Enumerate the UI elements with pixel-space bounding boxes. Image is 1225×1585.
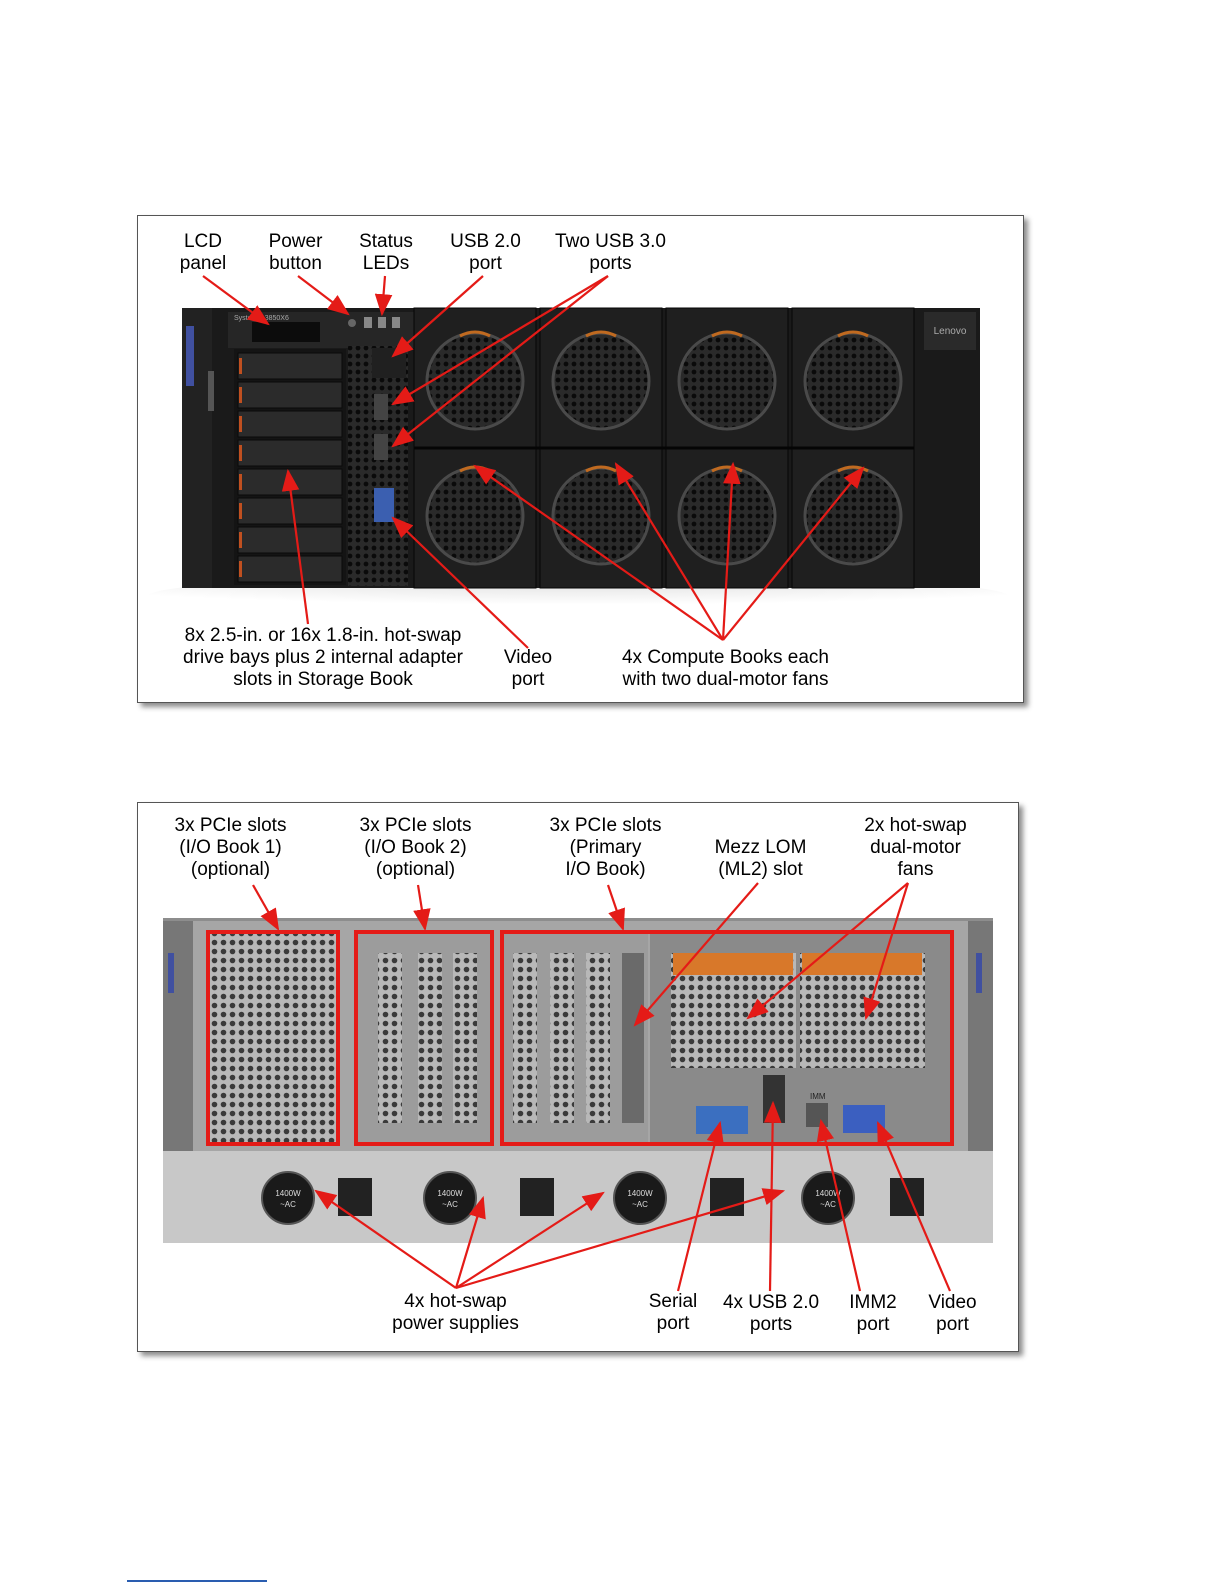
label-power-button: Power button	[268, 231, 323, 274]
label-compute-books: 4x Compute Books each with two dual-moto…	[621, 647, 829, 690]
usb3-port-1	[374, 394, 388, 420]
rear-server-image: IMM 1400W 1400W 1400W 1400W ~AC ~AC ~AC …	[163, 918, 993, 1243]
label-drive-bays: 8x 2.5-in. or 16x 1.8-in. hot-swap drive…	[183, 625, 463, 690]
label-imm2-port: IMM2 port	[849, 1292, 897, 1335]
label-status-leds: Status LEDs	[359, 231, 413, 274]
svg-text:1400W: 1400W	[627, 1189, 653, 1198]
mezz-slot-graphic	[622, 953, 644, 1123]
label-rear-video-port: Video port	[928, 1292, 977, 1335]
drive-bays	[234, 349, 346, 585]
imm2-port-graphic	[806, 1103, 828, 1127]
svg-text:1400W: 1400W	[437, 1189, 463, 1198]
svg-text:~AC: ~AC	[632, 1200, 648, 1209]
label-serial-port: Serial port	[648, 1291, 698, 1334]
label-rear-usb-ports: 4x USB 2.0 ports	[722, 1292, 820, 1335]
label-front-video-port: Video port	[503, 647, 553, 690]
label-usb2-port: USB 2.0 port	[450, 231, 521, 274]
svg-text:~AC: ~AC	[820, 1200, 836, 1209]
lenovo-logo: Lenovo	[934, 326, 967, 337]
label-pcie-io-book-1: 3x PCIe slots (I/O Book 1) (optional)	[174, 815, 287, 880]
svg-text:1400W: 1400W	[275, 1189, 301, 1198]
io-book-1-highlight	[206, 930, 340, 1146]
label-mezz-lom-slot: Mezz LOM (ML2) slot	[714, 837, 807, 880]
rear-view-panel: IMM 1400W 1400W 1400W 1400W ~AC ~AC ~AC …	[137, 802, 1019, 1352]
footer-link-underline[interactable]	[127, 1580, 267, 1582]
label-lcd-panel: LCD panel	[179, 231, 227, 274]
rear-usb-graphic	[763, 1075, 785, 1123]
vga-port	[374, 488, 394, 522]
label-pcie-primary-io-book: 3x PCIe slots (Primary I/O Book)	[549, 815, 662, 880]
serial-port-graphic	[696, 1106, 748, 1134]
rear-vga-graphic	[843, 1105, 885, 1133]
front-view-panel: System x 3850X6	[137, 215, 1024, 703]
usb3-port-2	[374, 434, 388, 460]
lcd-screen	[252, 322, 320, 342]
label-power-supplies: 4x hot-swap power supplies	[392, 1291, 519, 1334]
svg-text:~AC: ~AC	[280, 1200, 296, 1209]
svg-text:1400W: 1400W	[815, 1189, 841, 1198]
label-usb3-ports: Two USB 3.0 ports	[555, 231, 666, 274]
io-book-2-highlight	[354, 930, 494, 1146]
power-button-graphic	[348, 319, 356, 327]
label-pcie-io-book-2: 3x PCIe slots (I/O Book 2) (optional)	[359, 815, 472, 880]
label-rear-fans: 2x hot-swap dual-motor fans	[864, 815, 967, 880]
svg-text:System x 3850X6: System x 3850X6	[234, 315, 289, 322]
svg-text:IMM: IMM	[810, 1092, 826, 1101]
svg-text:~AC: ~AC	[442, 1200, 458, 1209]
